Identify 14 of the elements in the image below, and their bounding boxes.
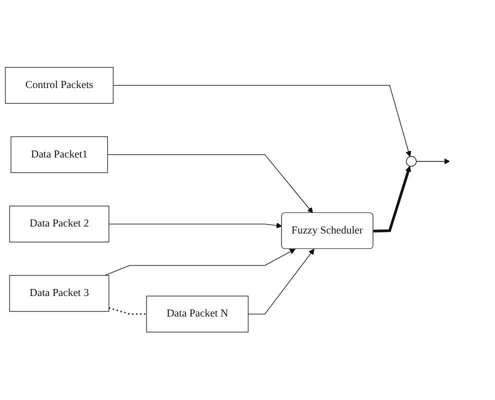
- arrow: [112, 85, 412, 158]
- node-box: Data Packet 3: [9, 275, 110, 312]
- node-box: Data Packet N: [146, 296, 249, 333]
- node-box: Control Packets: [5, 67, 114, 104]
- arrow: [108, 222, 282, 229]
- node-box: Data Packet 2: [9, 206, 110, 243]
- node-box: Data Packet1: [10, 136, 108, 174]
- arrow: [373, 166, 412, 233]
- arrow: [416, 158, 450, 165]
- arrow: [248, 249, 314, 315]
- connector: [108, 308, 147, 316]
- node-circle: [406, 156, 417, 167]
- arrow: [107, 154, 314, 214]
- arrow: [104, 249, 296, 276]
